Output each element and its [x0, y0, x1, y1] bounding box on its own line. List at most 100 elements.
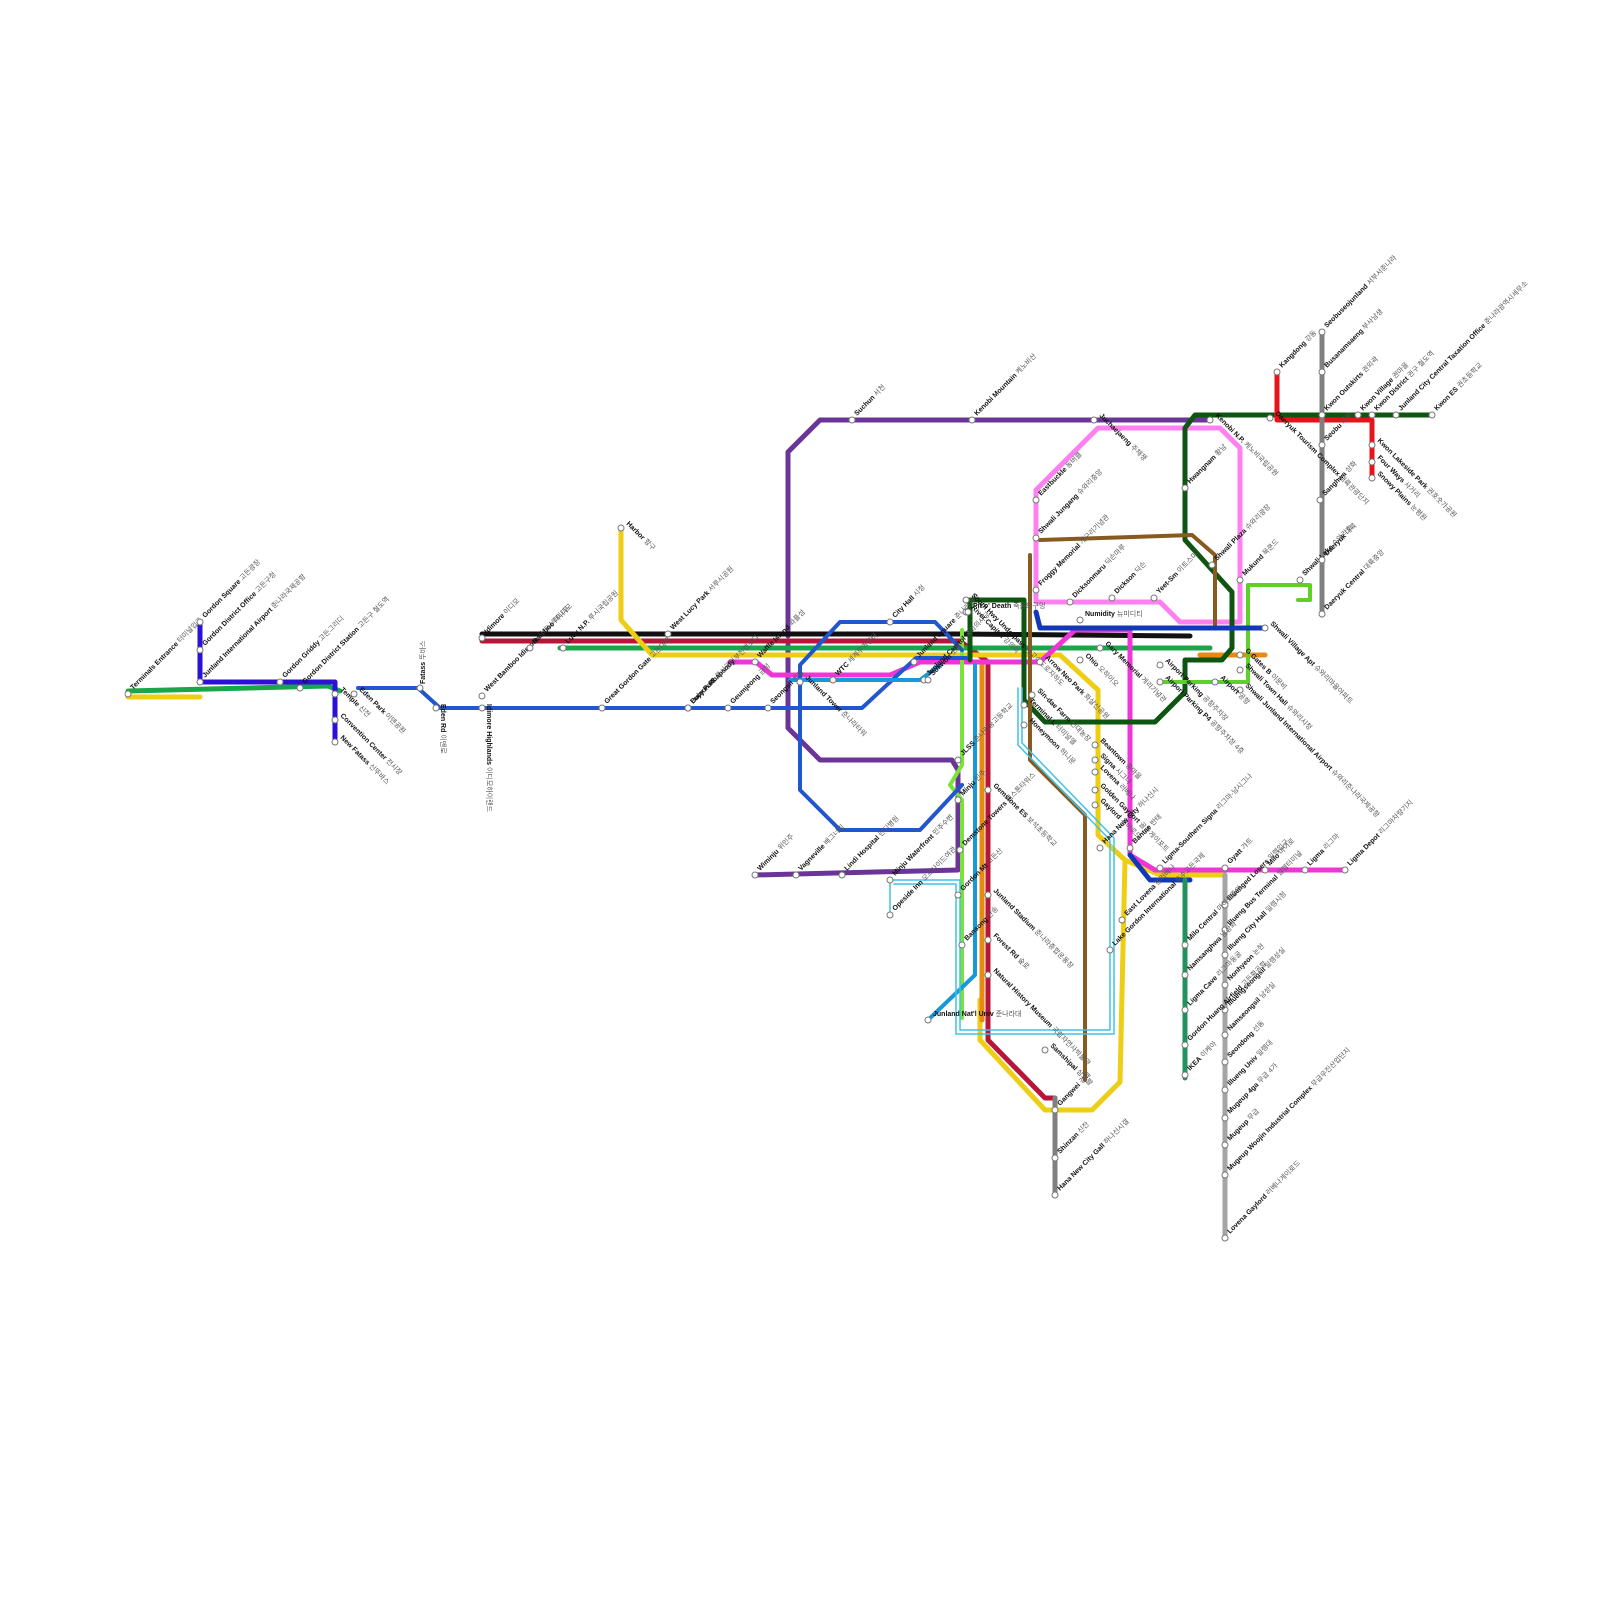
route-line-cyan[interactable] — [889, 687, 1111, 1031]
station-marker[interactable] — [1316, 496, 1324, 504]
station[interactable]: Pit o' Death 죽음의구멍 — [964, 601, 1045, 616]
station-marker[interactable] — [1156, 678, 1164, 686]
station[interactable]: Gyatt 갸트 — [1221, 836, 1255, 872]
station-marker[interactable] — [1318, 411, 1326, 419]
station[interactable]: Kenobi Mountain 케노비산 — [968, 351, 1039, 424]
station[interactable]: Daeryuk Central 대륙중앙 — [1318, 548, 1386, 618]
station-marker[interactable] — [1020, 701, 1028, 709]
station-marker[interactable] — [886, 911, 894, 919]
station-marker[interactable] — [984, 891, 992, 899]
station-marker[interactable] — [1108, 594, 1116, 602]
station-marker[interactable] — [1296, 576, 1304, 584]
station-marker[interactable] — [1261, 624, 1269, 632]
station[interactable]: Mukund 묵쿤드 — [1236, 537, 1281, 584]
station[interactable]: Suchun 서천 — [848, 382, 887, 424]
station-marker[interactable] — [1221, 1141, 1229, 1149]
station-marker[interactable] — [724, 704, 732, 712]
station-marker[interactable] — [751, 658, 759, 666]
station-marker[interactable] — [1106, 946, 1114, 954]
station-marker[interactable] — [1066, 598, 1074, 606]
station[interactable]: Kangdong 강동 — [1273, 328, 1319, 376]
station[interactable]: Numidity 뉴미디티 — [1076, 609, 1143, 624]
station-marker[interactable] — [1236, 651, 1244, 659]
station-marker[interactable] — [954, 891, 962, 899]
station-marker[interactable] — [1221, 901, 1229, 909]
route-line-navy[interactable] — [1033, 609, 1268, 631]
station-marker[interactable] — [1032, 496, 1040, 504]
station[interactable]: Yeet-Sm 이트스미 — [1150, 550, 1200, 602]
station-marker[interactable] — [954, 756, 962, 764]
station-marker[interactable] — [1301, 866, 1309, 874]
route-line-brown[interactable] — [1028, 553, 1087, 1082]
station-marker[interactable] — [664, 630, 672, 638]
station-marker[interactable] — [1318, 328, 1326, 336]
route-line-sky-blue[interactable] — [926, 663, 977, 1022]
station-marker[interactable] — [1221, 1171, 1229, 1179]
station-marker[interactable] — [1221, 1234, 1229, 1242]
station-marker[interactable] — [1091, 741, 1099, 749]
route-line-blue[interactable] — [798, 620, 964, 832]
route-line-light-green[interactable] — [1158, 583, 1312, 684]
station-marker[interactable] — [1318, 610, 1326, 618]
station-marker[interactable] — [958, 941, 966, 949]
station[interactable]: Shwali Junland International Airport 슈와리… — [1236, 681, 1382, 820]
station[interactable]: Ligma Depot 리그마차량기지 — [1341, 798, 1415, 874]
station-marker[interactable] — [1181, 1041, 1189, 1049]
station[interactable]: Mugeup Woojin Industrial Complex 무급우진산업단… — [1221, 1046, 1352, 1179]
station-marker[interactable] — [1221, 981, 1229, 989]
station[interactable]: Fatass 뚜바스 — [416, 640, 427, 692]
station-marker[interactable] — [1096, 644, 1104, 652]
station-marker[interactable] — [910, 658, 918, 666]
station-marker[interactable] — [1020, 721, 1028, 729]
station-marker[interactable] — [1221, 1031, 1229, 1039]
station-marker[interactable] — [1341, 866, 1349, 874]
station-marker[interactable] — [1221, 1058, 1229, 1066]
station-marker[interactable] — [1273, 368, 1281, 376]
station[interactable]: Hana New City Gall 하나신시갤 — [1051, 1117, 1131, 1199]
route-line-pink[interactable] — [1033, 425, 1243, 625]
route-line-brown[interactable] — [1038, 533, 1217, 627]
station[interactable]: Harbor 항구 — [617, 519, 658, 553]
station-marker[interactable] — [1051, 1191, 1059, 1199]
station[interactable]: Vagneville 배그너빌 — [792, 822, 846, 879]
station-marker[interactable] — [432, 704, 440, 712]
station-marker[interactable] — [968, 416, 976, 424]
station[interactable]: Lovena Gaylord 러베나게이로드 — [1221, 1158, 1302, 1242]
station-marker[interactable] — [1118, 916, 1126, 924]
route-line-blue[interactable] — [356, 656, 968, 710]
station-marker[interactable] — [684, 704, 692, 712]
station-marker[interactable] — [1156, 661, 1164, 669]
route-line-cyan[interactable] — [893, 687, 1115, 1035]
station-marker[interactable] — [1091, 786, 1099, 794]
station-marker[interactable] — [1318, 368, 1326, 376]
station[interactable]: Junland Stadium 준나라종합운동장 — [984, 886, 1076, 971]
station-marker[interactable] — [1091, 801, 1099, 809]
station-marker[interactable] — [848, 416, 856, 424]
route-line-lime[interactable] — [948, 628, 964, 1020]
station-marker[interactable] — [196, 678, 204, 686]
station-marker[interactable] — [1181, 941, 1189, 949]
station-marker[interactable] — [350, 690, 358, 698]
station-marker[interactable] — [1181, 484, 1189, 492]
station[interactable]: Bujeon Rhapsody 부전랩소디 — [684, 633, 761, 712]
station[interactable]: Opeside Inn 오프사이드여관 — [886, 844, 958, 919]
station[interactable]: Shinzan 신잔 — [1051, 1119, 1091, 1162]
station-marker[interactable] — [1051, 1154, 1059, 1162]
station-marker[interactable] — [1032, 534, 1040, 542]
station-marker[interactable] — [984, 971, 992, 979]
station[interactable]: Idimore Highlands 이디모하이랜드 — [478, 704, 494, 813]
station-marker[interactable] — [331, 716, 339, 724]
station-marker[interactable] — [1156, 864, 1164, 872]
station-marker[interactable] — [124, 690, 132, 698]
station-marker[interactable] — [1221, 864, 1229, 872]
station-marker[interactable] — [331, 690, 339, 698]
station-marker[interactable] — [1266, 414, 1274, 422]
station-marker[interactable] — [886, 876, 894, 884]
station[interactable]: Gordon District Station 고든구 철도역 — [296, 595, 391, 692]
station-marker[interactable] — [1221, 1006, 1229, 1014]
station-marker[interactable] — [1368, 441, 1376, 449]
station-marker[interactable] — [1221, 951, 1229, 959]
station-marker[interactable] — [1368, 458, 1376, 466]
station-marker[interactable] — [1032, 586, 1040, 594]
station-marker[interactable] — [276, 678, 284, 686]
